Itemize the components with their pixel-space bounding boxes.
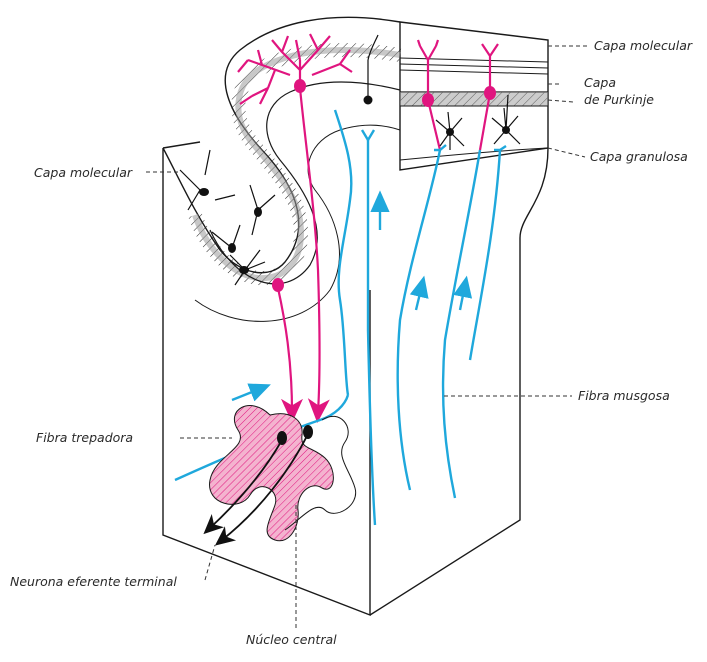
label-capa-molecular-left: Capa molecular [34,165,132,180]
label-capa-molecular-right: Capa molecular [594,38,692,53]
label-capa-purkinje-line2: de Purkinje [584,92,654,107]
purkinje-somata [272,79,496,292]
right-block-layers [400,58,548,92]
block-outline [163,22,548,615]
deep-nucleus [210,406,356,541]
label-fibra-musgosa: Fibra musgosa [578,388,670,403]
label-capa-purkinje-line1: Capa [584,75,616,90]
label-capa-granulosa: Capa granulosa [590,149,688,164]
label-fibra-trepadora: Fibra trepadora [36,430,133,445]
label-neurona-eferente-terminal: Neurona eferente terminal [10,574,177,589]
label-nucleo-central: Núcleo central [246,632,337,647]
folium [163,17,400,321]
